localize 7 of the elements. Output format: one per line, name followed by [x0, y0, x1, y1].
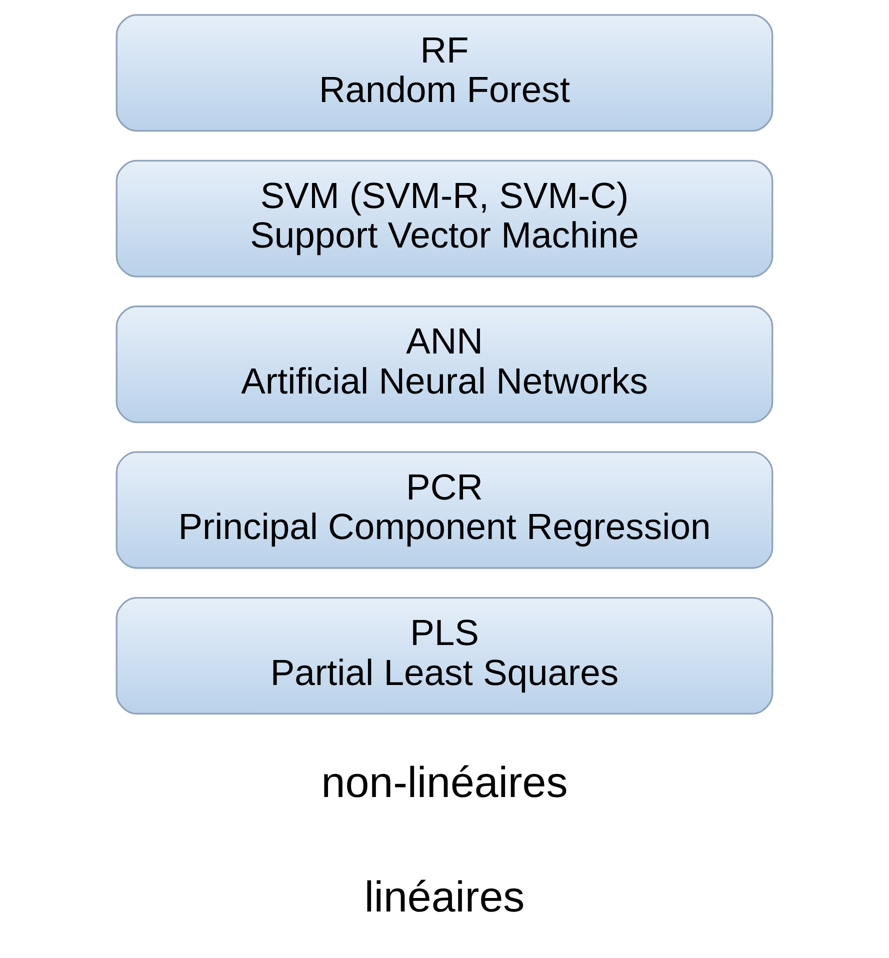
label: linéaires	[364, 873, 525, 922]
node-box: RF Random Forest	[116, 14, 774, 132]
node-box: SVM (SVM-R, SVM-C) Support Vector Machine	[116, 160, 774, 278]
node-box: ANN Artificial Neural Networks	[116, 306, 774, 424]
node-box: PCR Principal Component Regression	[116, 451, 774, 569]
node-box: PLS Partial Least Squares	[116, 596, 774, 715]
label: non-linéaires	[321, 759, 568, 808]
